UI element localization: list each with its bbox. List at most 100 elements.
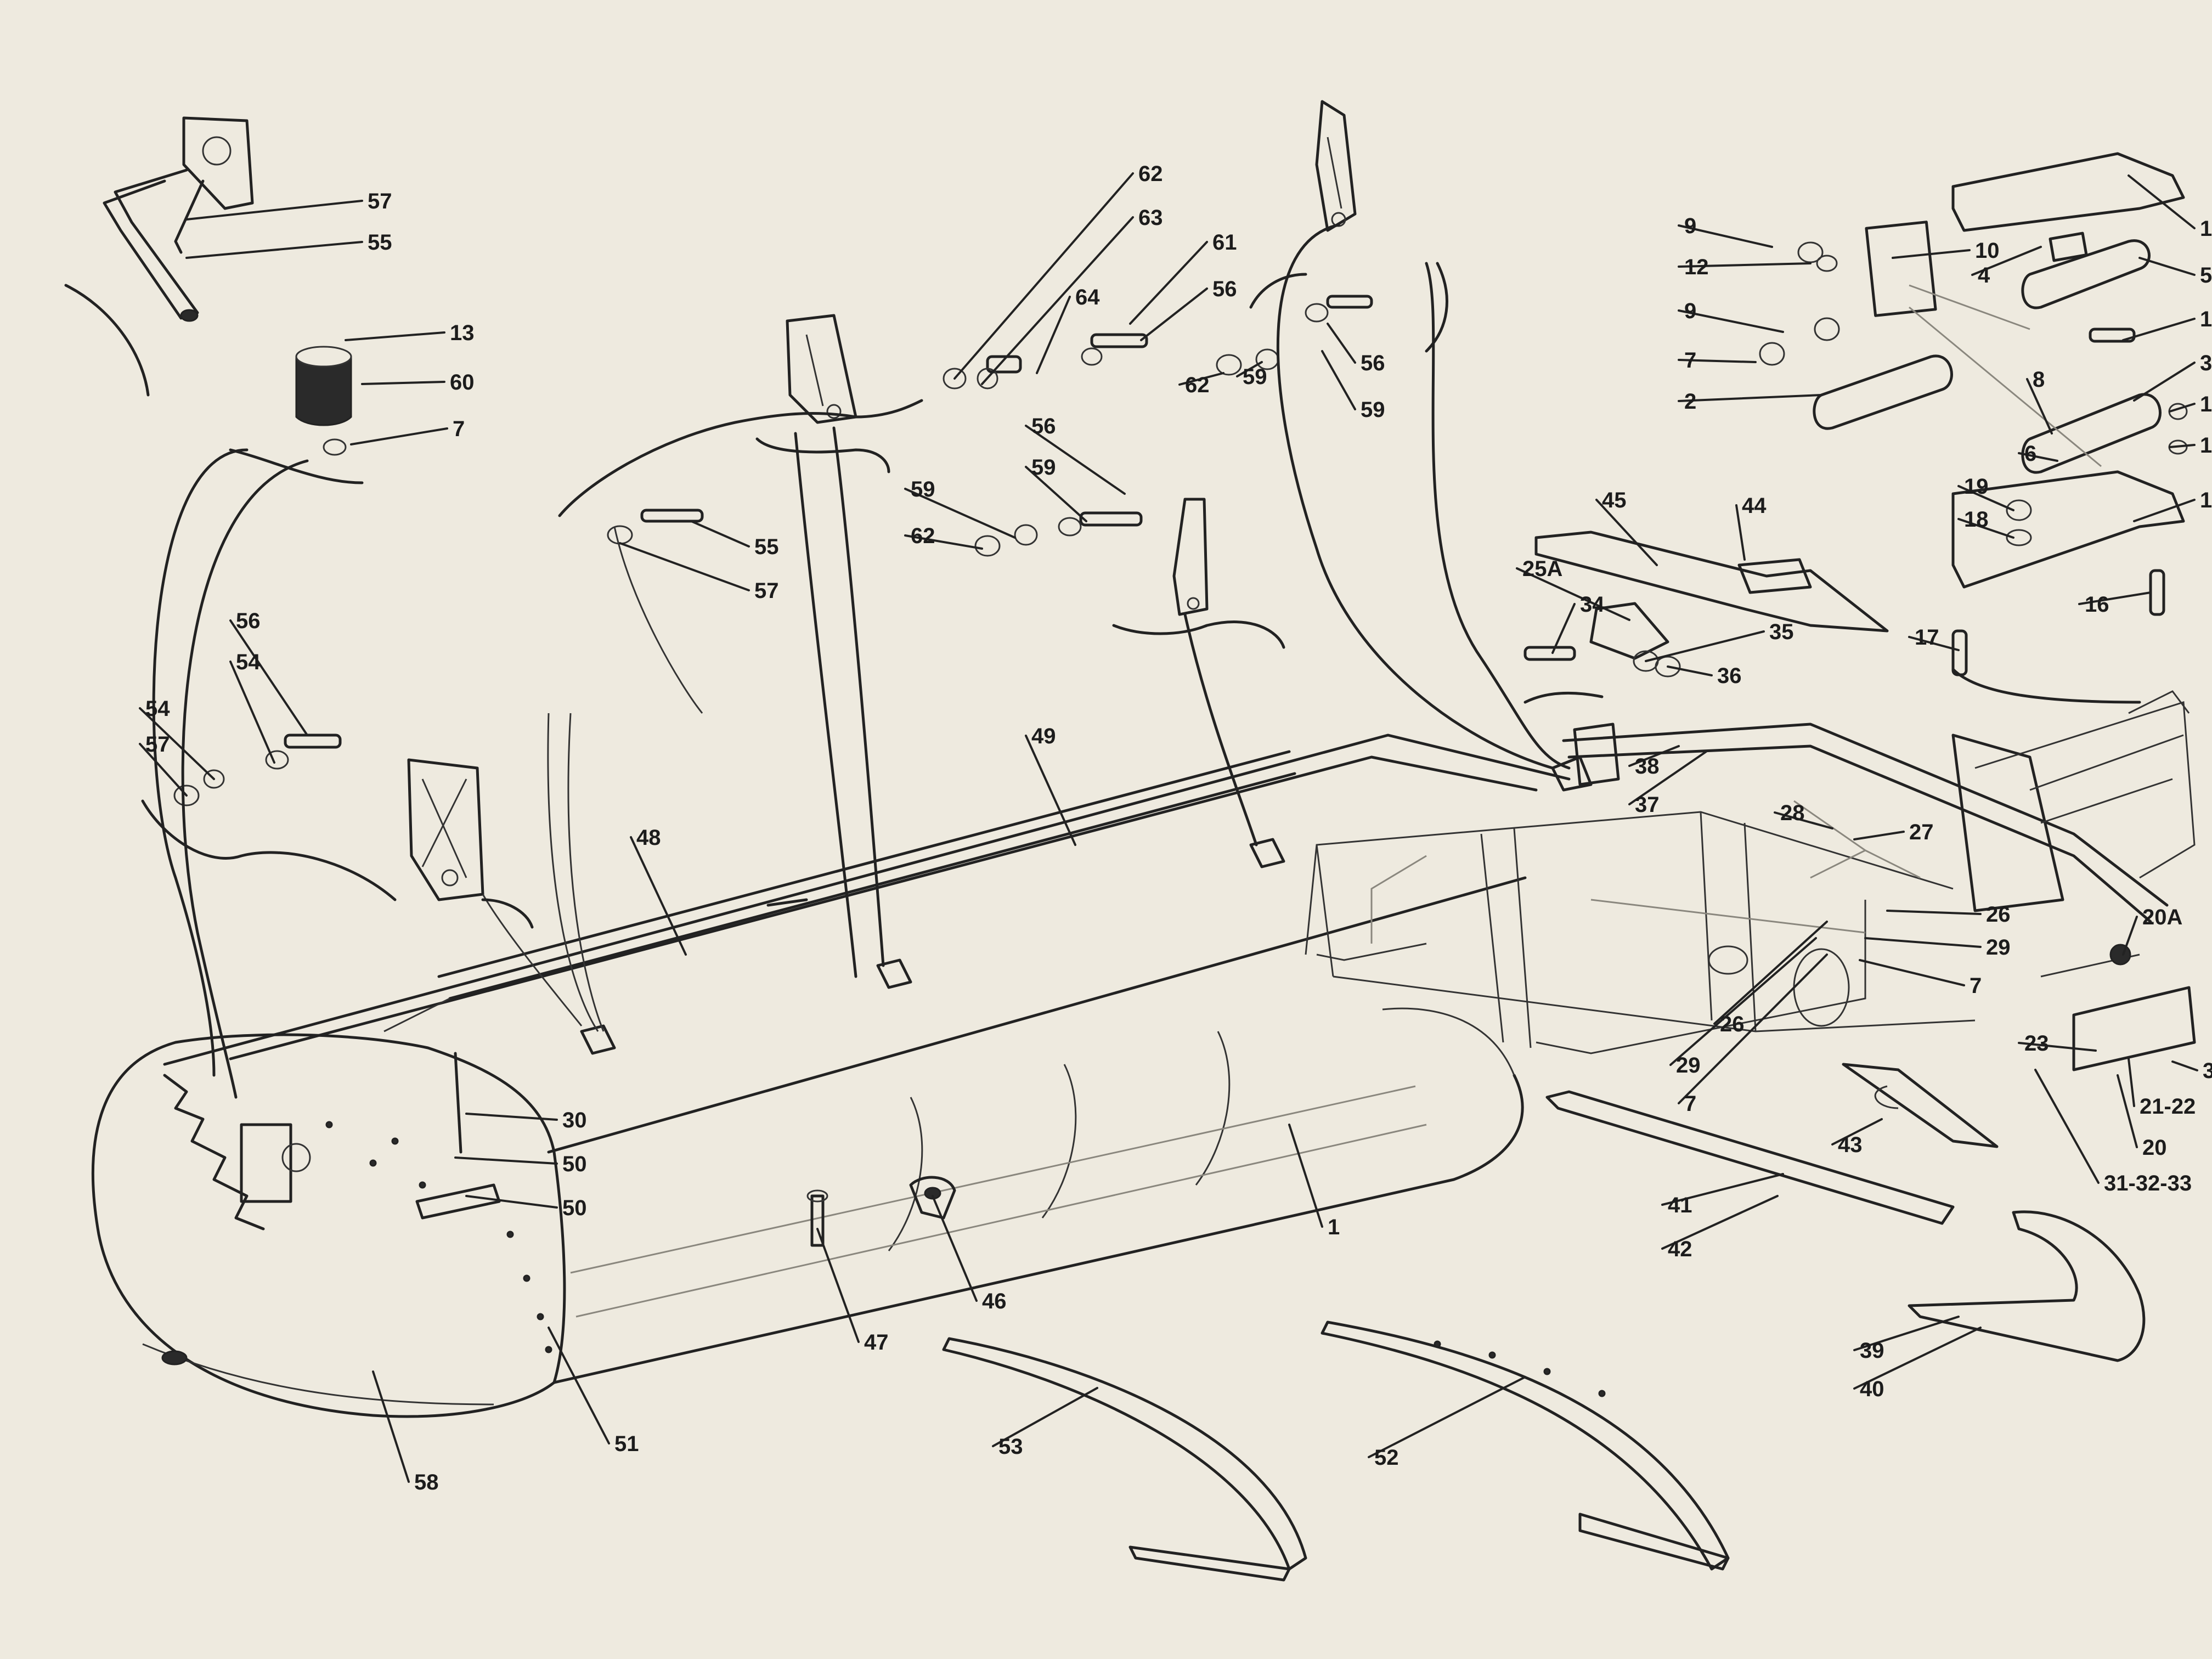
callout-35: 35 xyxy=(1645,620,1794,662)
callout-8: 8 xyxy=(2026,368,2053,435)
bracket-center xyxy=(786,314,857,424)
callout-label: 54 xyxy=(145,697,170,721)
callout-36: 36 xyxy=(1667,664,1742,688)
callout-label: 50 xyxy=(562,1152,587,1176)
bracket-left xyxy=(407,758,484,901)
callout-62: 62 xyxy=(953,162,1163,380)
leader-line xyxy=(1853,1316,1960,1351)
leader-line xyxy=(1774,811,1833,830)
grouping-braces xyxy=(64,262,2141,929)
callout-56: 56 xyxy=(1140,277,1237,341)
callout-label: 44 xyxy=(1742,494,1767,518)
leader-line xyxy=(361,381,445,385)
callout-label: 15 xyxy=(2200,217,2212,241)
callout-label: 54 xyxy=(236,650,261,674)
hardware-bolts xyxy=(173,295,1373,806)
callout-56: 56 xyxy=(1025,414,1126,495)
callout-label: 5 xyxy=(2200,263,2212,287)
callout-7: 7 xyxy=(1678,348,1757,373)
leader-line xyxy=(1288,1124,1323,1228)
leader-line xyxy=(1678,224,1773,248)
callout-label: 10 xyxy=(1975,239,2000,263)
leader-line xyxy=(2133,362,2196,402)
trim-strip-53 xyxy=(942,1337,1307,1582)
callout-21-22: 21-22 xyxy=(2128,1058,2196,1119)
leader-line xyxy=(1025,735,1076,846)
callout-label: 59 xyxy=(911,477,935,501)
callout-label: 26 xyxy=(1986,902,2011,927)
leader-line xyxy=(1678,309,1784,333)
leader-line xyxy=(816,1228,860,1343)
small-hatch xyxy=(415,1052,956,1247)
callout-31-32-33: 31-32-33 xyxy=(2034,1069,2192,1195)
leader-line xyxy=(1516,567,1630,621)
leader-line xyxy=(1853,1327,1982,1390)
callout-label: 9 xyxy=(1684,214,1696,238)
callout-label: 19 xyxy=(1964,475,1989,499)
callout-63: 63 xyxy=(981,206,1163,385)
leader-line xyxy=(1628,745,1680,767)
callout-55: 55 xyxy=(690,520,779,559)
leader-line xyxy=(350,427,448,445)
leader-line xyxy=(1140,287,1208,341)
callout-label: 55 xyxy=(368,230,392,255)
callout-label: 53 xyxy=(998,1435,1023,1459)
callout-label: 39 xyxy=(1860,1339,1884,1363)
leader-line xyxy=(185,241,363,259)
leader-line xyxy=(1036,296,1071,374)
leader-line xyxy=(1645,630,1765,662)
callout-label: 42 xyxy=(1668,1237,1692,1261)
leader-line xyxy=(904,488,1016,539)
callout-label: 56 xyxy=(236,609,261,633)
callout-label: 25A xyxy=(1522,557,1562,581)
callout-29: 29 xyxy=(1669,937,1817,1077)
hinge-tube xyxy=(103,116,254,322)
callout-label: 16 xyxy=(2085,592,2109,617)
callout-51: 51 xyxy=(548,1327,639,1456)
callout-52: 52 xyxy=(1368,1376,1526,1470)
leader-line xyxy=(1678,394,1822,402)
leader-line xyxy=(992,1387,1098,1447)
callout-49: 49 xyxy=(1025,724,1076,846)
nose-rivets xyxy=(325,1121,552,1353)
leader-line xyxy=(1971,246,2042,276)
leader-line xyxy=(1859,959,1965,986)
callout-54: 54 xyxy=(229,650,275,764)
leader-line xyxy=(2034,1069,2100,1184)
callout-label: 11 xyxy=(2200,307,2212,331)
callout-7: 7 xyxy=(1678,953,1828,1116)
leader-line xyxy=(1864,937,1982,948)
leader-line xyxy=(1957,485,2015,511)
callout-label: 12 xyxy=(1684,255,1709,279)
callout-label: 64 xyxy=(1075,285,1100,309)
callout-label: 19 xyxy=(2200,392,2212,416)
callout-41: 41 xyxy=(1661,1173,1784,1217)
leader-line xyxy=(548,1327,610,1444)
callout-label: 18 xyxy=(1964,507,1989,532)
shadow-lines xyxy=(1793,284,2102,879)
callout-label: 7 xyxy=(1684,348,1696,373)
callout-label: 45 xyxy=(1602,488,1627,512)
callout-label: 40 xyxy=(1860,1377,1884,1401)
callout-label: 31-32-33 xyxy=(2104,1171,2192,1195)
leader-line xyxy=(2128,174,2196,229)
leader-line xyxy=(139,743,188,797)
callout-42: 42 xyxy=(1661,1195,1779,1261)
leader-line xyxy=(1669,937,1817,1066)
callout-label: 62 xyxy=(1138,162,1163,186)
callout-26: 26 xyxy=(1886,902,2011,927)
callout-label: 8 xyxy=(2033,368,2045,392)
callout-53: 53 xyxy=(992,1387,1098,1459)
callout-59: 59 xyxy=(904,477,1016,539)
leader-line xyxy=(981,216,1134,385)
leader-line xyxy=(1551,603,1576,654)
callout-28: 28 xyxy=(1774,801,1833,830)
front-frame xyxy=(1562,690,2196,1071)
leader-line xyxy=(465,1113,558,1121)
leader-line xyxy=(619,542,750,591)
callout-label: 27 xyxy=(1909,820,1934,844)
leader-line xyxy=(1025,425,1126,495)
rubber-bumper xyxy=(295,346,352,456)
callout-label: 28 xyxy=(1780,801,1805,825)
callout-label: 29 xyxy=(1986,935,2011,960)
